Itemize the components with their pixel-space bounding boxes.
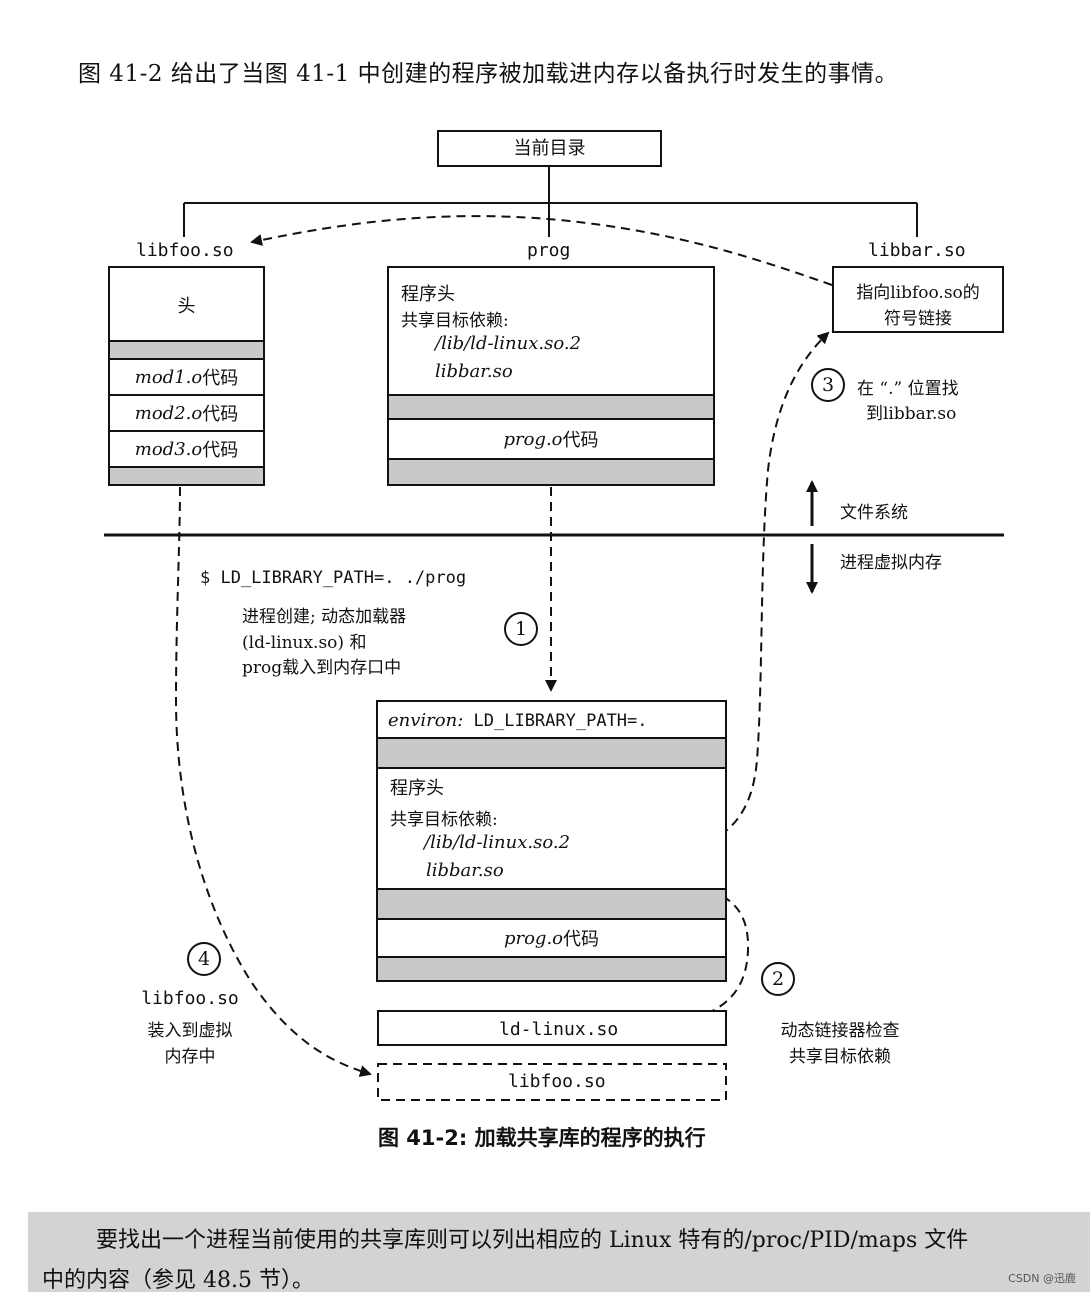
libfoo-file-box: 头 mod1.o 代码 mod2.o 代码 mod3.o 代码 [108, 266, 265, 486]
step-3-text-line2: 到libbar.so [866, 404, 957, 424]
libfoo-mem-label: libfoo.so [508, 1071, 606, 1092]
prog-file-box: 程序头 共享目标依赖: /lib/ld-linux.so.2 libbar.so… [387, 266, 715, 486]
step-1-text-line2: (ld-linux.so) 和 [242, 633, 367, 653]
step-3-circle: 3 [811, 368, 845, 402]
step-1-circle: 1 [504, 612, 538, 646]
libbar-symlink-line2: 符号链接 [884, 309, 952, 329]
current-directory-box: 当前目录 [437, 130, 662, 167]
mem-band-2 [378, 888, 725, 920]
mem-dep-libbar: libbar.so [426, 860, 504, 881]
filesystem-label: 文件系统 [840, 503, 908, 523]
mem-band-1 [378, 737, 725, 769]
virtual-memory-label: 进程虚拟内存 [840, 553, 942, 573]
step-2-circle: 2 [761, 962, 795, 996]
note-line2: 中的内容（参见 48.5 节）。 [42, 1268, 314, 1293]
prog-dep-libbar: libbar.so [435, 361, 513, 382]
prog-header: 程序头 [401, 284, 455, 305]
process-memory-box: environ: LD_LIBRARY_PATH=. 程序头 共享目标依赖: /… [376, 700, 727, 982]
libfoo-band-bottom [110, 466, 263, 484]
prog-file-label: prog [527, 240, 571, 261]
command-line: $ LD_LIBRARY_PATH=. ./prog [200, 568, 467, 588]
libfoo-row: mod1.o 代码 [110, 358, 263, 394]
step-1-text-line3: prog载入到内存口中 [242, 658, 402, 678]
libbar-file-label: libbar.so [868, 240, 966, 261]
prog-dep-ld: /lib/ld-linux.so.2 [435, 333, 582, 354]
step-3-text-line1: 在 “.” 位置找 [857, 379, 959, 399]
libfoo-row: mod3.o 代码 [110, 430, 263, 466]
libfoo-file-label: libfoo.so [136, 240, 234, 261]
note-background [28, 1212, 1090, 1292]
prog-band-bottom [389, 458, 713, 484]
mem-deps-label: 共享目标依赖: [390, 810, 498, 830]
note-line1: 要找出一个进程当前使用的共享库则可以列出相应的 Linux 特有的/proc/P… [96, 1228, 969, 1253]
ld-linux-box: ld-linux.so [377, 1010, 727, 1046]
libfoo-mem-outline [377, 1063, 727, 1101]
current-directory-label: 当前目录 [513, 138, 586, 159]
libfoo-head: 头 [177, 296, 196, 317]
step-1-text-line1: 进程创建; 动态加载器 [242, 607, 407, 627]
prog-deps-label: 共享目标依赖: [401, 311, 509, 331]
ld-linux-label: ld-linux.so [499, 1019, 619, 1040]
step-2-text-line2: 共享目标依赖 [789, 1047, 891, 1067]
step-2-text-line1: 动态链接器检查 [780, 1021, 900, 1041]
libfoo-load-arrow [174, 486, 372, 1077]
step-4-circle: 4 [187, 942, 221, 976]
symlink-arrow [250, 215, 833, 286]
mem-dep-ld: /lib/ld-linux.so.2 [424, 832, 571, 853]
libbar-symlink-box: 指向libfoo.so的 符号链接 [832, 266, 1004, 333]
environ-row: environ: LD_LIBRARY_PATH=. [388, 710, 648, 731]
libbar-symlink-line1: 指向libfoo.so的 [856, 283, 980, 303]
figure-caption: 图 41-2: 加载共享库的程序的执行 [378, 1126, 706, 1150]
mem-band-3 [378, 956, 725, 980]
watermark: CSDN @迅鹿 [1008, 1272, 1076, 1285]
mem-code-row: prog.o 代码 [378, 918, 725, 956]
step-4-text-line1: libfoo.so [141, 988, 239, 1009]
intro-text: 图 41-2 给出了当图 41-1 中创建的程序被加载进内存以备执行时发生的事情… [78, 61, 899, 87]
mem-header: 程序头 [390, 778, 444, 799]
libfoo-row: mod2.o 代码 [110, 394, 263, 430]
prog-code-row: prog.o 代码 [389, 418, 713, 458]
step-4-text-line3: 内存中 [164, 1047, 216, 1067]
libfoo-band [110, 340, 263, 360]
step-4-text-line2: 装入到虚拟 [147, 1021, 233, 1041]
prog-band [389, 394, 713, 420]
